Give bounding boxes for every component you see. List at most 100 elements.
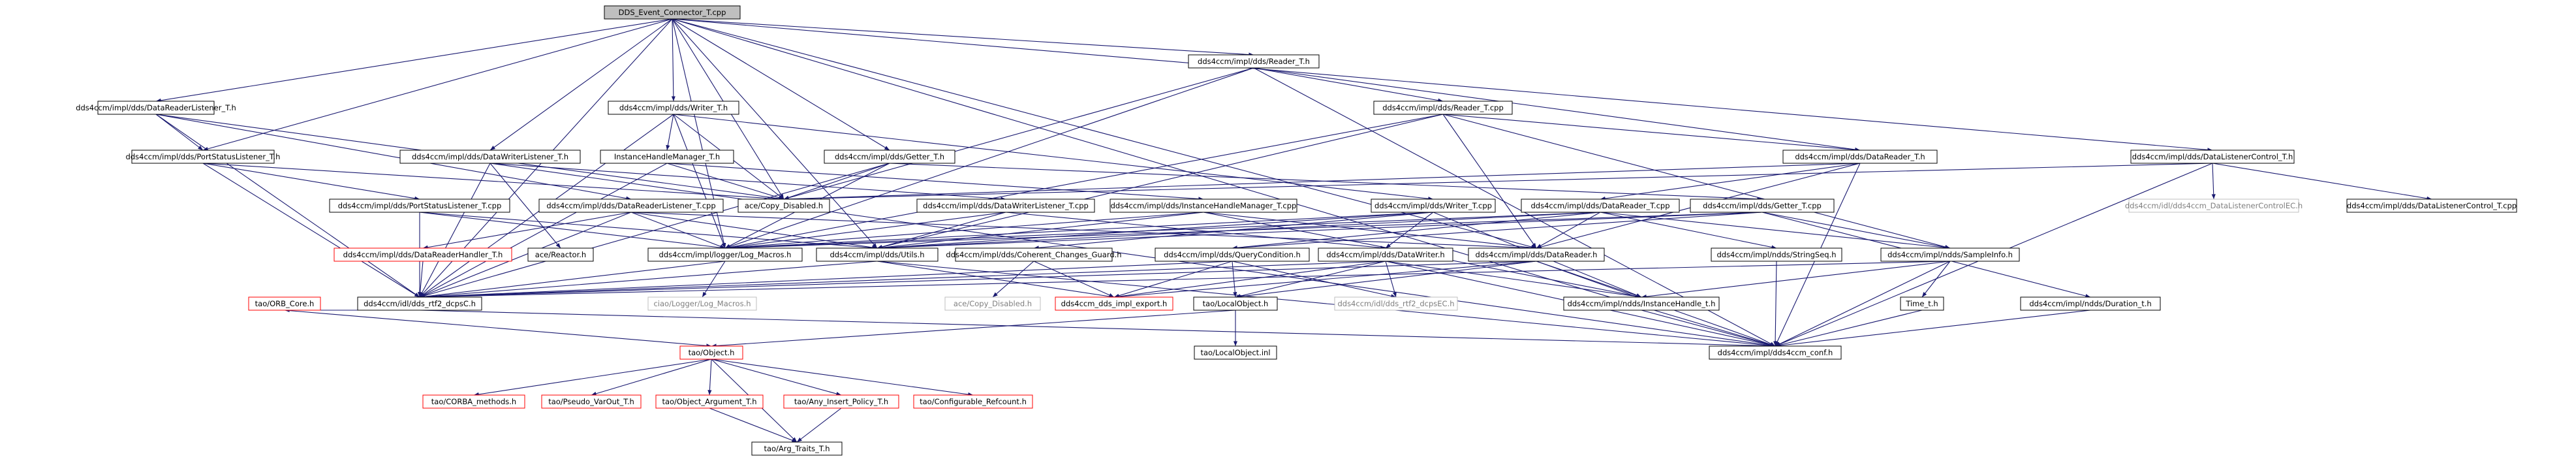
graph-node-taoOrbCore[interactable]: tao/ORB_Core.h [248,296,321,311]
graph-node-aceCopy2[interactable]: ace/Copy_Disabled.h [944,296,1041,311]
node-box [1318,247,1453,262]
node-label: tao/Pseudo_VarOut_T.h [548,397,634,406]
node-label: dds4ccm/impl/dds/InstanceHandleManager_T… [1111,201,1297,210]
graph-node-dataReader[interactable]: dds4ccm/impl/dds/DataReader.h [1468,247,1605,262]
graph-node-queryCond[interactable]: dds4ccm/impl/dds/QueryCondition.h [1155,247,1310,262]
graph-node-dataWriter[interactable]: dds4ccm/impl/dds/DataWriter.h [1318,247,1453,262]
graph-node-argTraits[interactable]: tao/Arg_Traits_T.h [751,441,843,456]
graph-node-drlT_h[interactable]: dds4ccm/impl/dds/DataReaderListener_T.h [76,101,236,115]
node-label: dds4ccm/idl/dds_rtf2_dcpsEC.h [1337,299,1454,308]
graph-node-ihmT_h[interactable]: InstanceHandleManager_T.h [600,150,734,164]
include-edge-drhT-to-ddsRtf2 [418,261,424,298]
dependency-edges [155,18,2432,443]
graph-node-getterT_h[interactable]: dds4ccm/impl/dds/Getter_T.h [824,150,955,164]
graph-node-corbaMethods[interactable]: tao/CORBA_methods.h [422,394,525,409]
dependency-nodes: DDS_Event_Connector_T.cpp dds4ccm/impl/dd… [76,5,2517,456]
include-edge-taoOrbCore-to-taoObject [284,310,712,348]
include-edge-stringSeq-to-conf [1773,261,1778,347]
include-edge-ihmT_h-to-copyDisabled [666,163,784,200]
include-edge-dwlT_cpp-to-logMacros [724,212,1006,250]
graph-node-readerT[interactable]: dds4ccm/impl/dds/Reader_T.h [1188,54,1320,69]
node-box [1110,199,1297,213]
node-box [334,247,512,262]
graph-node-sampleInfo[interactable]: dds4ccm/impl/ndds/SampleInfo.h [1880,247,2020,262]
graph-node-pslT_cpp[interactable]: dds4ccm/impl/dds/PortStatusListener_T.cp… [329,199,510,213]
include-edge-dataReaderT_cpp-to-sampleInfo [1600,212,1951,250]
include-edge-drlT_cpp-to-logMacros [630,212,726,249]
include-edge-dlcT_h-to-dlcT_cpp [2212,163,2432,200]
graph-node-ciaoLog[interactable]: ciao/Logger/Log_Macros.h [647,296,757,311]
node-label: dds4ccm/impl/dds/DataReaderListener_T.h [76,103,236,112]
include-edge-getterT_cpp-to-logMacros [724,212,1763,250]
graph-node-aceReactor[interactable]: ace/Reactor.h [527,247,594,262]
graph-node-drlT_cpp[interactable]: dds4ccm/impl/dds/DataReaderListener_T.cp… [538,199,724,213]
include-edge-ihT-to-conf [1641,310,1776,347]
graph-node-dataReaderT_h[interactable]: dds4ccm/impl/dds/DataReader_T.h [1782,150,1938,164]
node-box [2130,150,2295,164]
node-label: dds4ccm/idl/dds_rtf2_dcpsC.h [364,299,476,308]
graph-node-timeT[interactable]: Time_t.h [1900,296,1944,311]
node-label: dds4ccm/impl/dds/Getter_T.h [835,152,944,161]
graph-node-taoObject[interactable]: tao/Object.h [679,345,743,360]
graph-node-dlcT_cpp[interactable]: dds4ccm/impl/dds/DataListenerControl_T.c… [2346,199,2517,213]
graph-node-taoLocalObjInl[interactable]: tao/LocalObject.inl [1194,345,1277,360]
node-label: tao/Object_Argument_T.h [662,397,756,406]
graph-node-stringSeq[interactable]: dds4ccm/impl/ndds/StringSeq.h [1711,247,1842,262]
graph-node-logMacros[interactable]: dds4ccm/impl/logger/Log_Macros.h [647,247,803,262]
graph-node-conf[interactable]: dds4ccm/impl/dds4ccm_conf.h [1709,345,1842,360]
graph-node-dataReaderT_cpp[interactable]: dds4ccm/impl/dds/DataReader_T.cpp [1521,199,1680,213]
include-edge-ihmT_h-to-ddsRtf2 [419,163,668,298]
include-edge-dwlT_h-to-aceReactor [489,163,561,249]
node-box [1563,296,1720,311]
graph-node-ihT[interactable]: dds4ccm/impl/ndds/InstanceHandle_t.h [1563,296,1720,311]
graph-node-readerT_cpp[interactable]: dds4ccm/impl/dds/Reader_T.cpp [1373,101,1513,115]
graph-node-writerT_cpp[interactable]: dds4ccm/impl/dds/Writer_T.cpp [1371,199,1496,213]
graph-node-pseudoVarOut[interactable]: tao/Pseudo_VarOut_T.h [541,394,642,409]
graph-node-writerT_h[interactable]: dds4ccm/impl/dds/Writer_T.h [608,101,739,115]
graph-node-durationT[interactable]: dds4ccm/impl/ndds/Duration_t.h [2020,296,2161,311]
node-box [1194,345,1277,360]
graph-node-objArgT[interactable]: tao/Object_Argument_T.h [655,394,764,409]
node-box [399,150,581,164]
node-label: dds4ccm/impl/dds/Writer_T.h [619,103,728,112]
node-box [541,394,642,409]
graph-node-root[interactable]: DDS_Event_Connector_T.cpp [604,5,741,20]
node-label: dds4ccm/impl/dds/QueryCondition.h [1164,250,1301,259]
graph-node-configRefcount[interactable]: tao/Configurable_Refcount.h [913,394,1033,409]
node-label: Time_t.h [1905,299,1938,308]
graph-node-utils[interactable]: dds4ccm/impl/dds/Utils.h [816,247,939,262]
graph-node-pslT_h[interactable]: dds4ccm/impl/dds/PortStatusListener_T.h [126,150,281,164]
include-edge-queryCond-to-ddsRtf2EC [1232,261,1397,298]
graph-node-dlcT_h[interactable]: dds4ccm/impl/dds/DataListenerControl_T.h [2130,150,2295,164]
include-edge-dwlT_h-to-ddsRtf2 [419,163,491,298]
graph-node-ddsRtf2EC[interactable]: dds4ccm/idl/dds_rtf2_dcpsEC.h [1334,296,1458,311]
graph-node-drhT[interactable]: dds4ccm/impl/dds/DataReaderHandler_T.h [334,247,512,262]
graph-node-copyDisabled[interactable]: ace/Copy_Disabled.h [737,199,830,213]
node-label: dds4ccm/impl/dds/Writer_T.cpp [1374,201,1492,210]
include-edge-root-to-writerT_h [671,18,675,102]
graph-node-ddsRtf2[interactable]: dds4ccm/idl/dds_rtf2_dcpsC.h [357,296,482,311]
include-edge-ddsRtf2-to-conf [419,310,1776,348]
node-box [916,199,1095,213]
node-box [816,247,939,262]
graph-node-taoLocalObj[interactable]: tao/LocalObject.h [1193,296,1278,311]
node-label: ace/Copy_Disabled.h [745,201,823,210]
graph-node-getterT_cpp[interactable]: dds4ccm/impl/dds/Getter_T.cpp [1690,199,1835,213]
graph-node-dwlT_cpp[interactable]: dds4ccm/impl/dds/DataWriterListener_T.cp… [916,199,1095,213]
include-edge-logMacros-to-ciaoLog [702,261,726,298]
graph-node-anyInsert[interactable]: tao/Any_Insert_Policy_T.h [783,394,899,409]
graph-node-coherent[interactable]: dds4ccm/impl/dds/Coherent_Changes_Guard.… [946,247,1122,262]
graph-node-dwlT_h[interactable]: dds4ccm/impl/dds/DataWriterListener_T.h [399,150,581,164]
include-edge-readerT_cpp-to-utils [877,114,1444,249]
graph-node-ddsImplExport[interactable]: dds4ccm_dds_impl_export.h [1055,296,1173,311]
node-label: ace/Copy_Disabled.h [954,299,1032,308]
node-label: tao/Configurable_Refcount.h [920,397,1027,406]
graph-node-dlcEC[interactable]: dds4ccm/idl/dds4ccm_DataListenerControlE… [2125,199,2303,213]
include-edge-dataReaderT_cpp-to-stringSeq [1600,212,1777,249]
node-box [913,394,1033,409]
include-edge-dataReaderT_h-to-dataReaderT_cpp [1600,163,1861,200]
include-edge-pslT_h-to-pslT_cpp [202,163,420,200]
include-edge-dlcT_h-to-dlcEC [2211,163,2216,200]
graph-node-ihmT_cpp[interactable]: dds4ccm/impl/dds/InstanceHandleManager_T… [1110,199,1297,213]
include-edge-sampleInfo-to-conf [1775,261,1951,347]
